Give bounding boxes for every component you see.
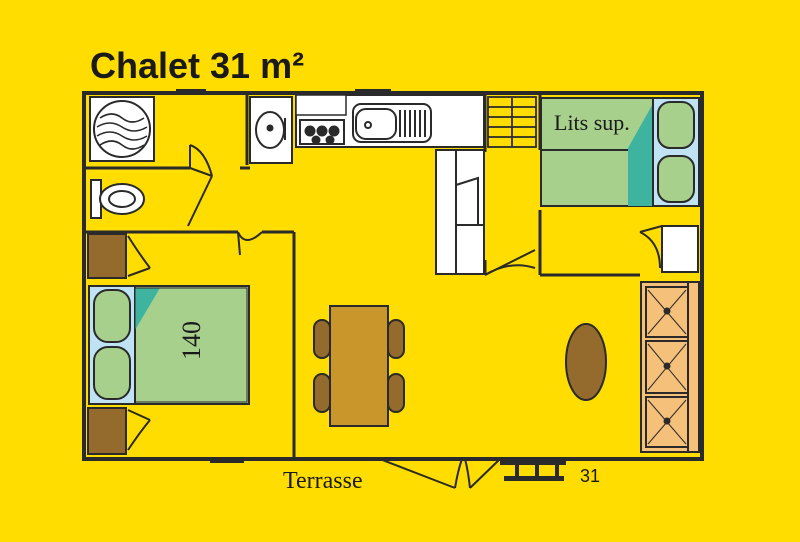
outer-walls — [82, 91, 704, 461]
plot-number: 31 — [580, 466, 600, 486]
bed-icon — [540, 97, 700, 207]
bed-label-second: Lits sup. — [554, 110, 630, 135]
terrace-label: Terrasse — [283, 468, 363, 494]
stairs-icon — [487, 96, 537, 148]
door-icon — [127, 235, 151, 451]
door-icon — [187, 144, 536, 489]
wardrobe-icon — [639, 225, 699, 273]
sofa-icon — [640, 281, 700, 453]
coffee-table-icon — [565, 323, 607, 401]
kitchen-sink-icon — [352, 103, 432, 143]
plan-title: Chalet 31 m² — [90, 45, 304, 86]
nightstand-icon — [87, 233, 127, 455]
kitchen-cabinet — [435, 149, 485, 275]
toilet-icon — [90, 179, 145, 219]
sink-icon — [249, 96, 293, 164]
steps-icon — [500, 459, 566, 481]
shower-icon — [89, 96, 155, 162]
table-icon — [329, 305, 389, 427]
bed-label-main: 140 — [177, 321, 206, 360]
window-marks — [176, 89, 391, 463]
bed-icon — [88, 285, 250, 405]
chair-icon — [313, 319, 405, 413]
stove-icon — [299, 119, 345, 145]
